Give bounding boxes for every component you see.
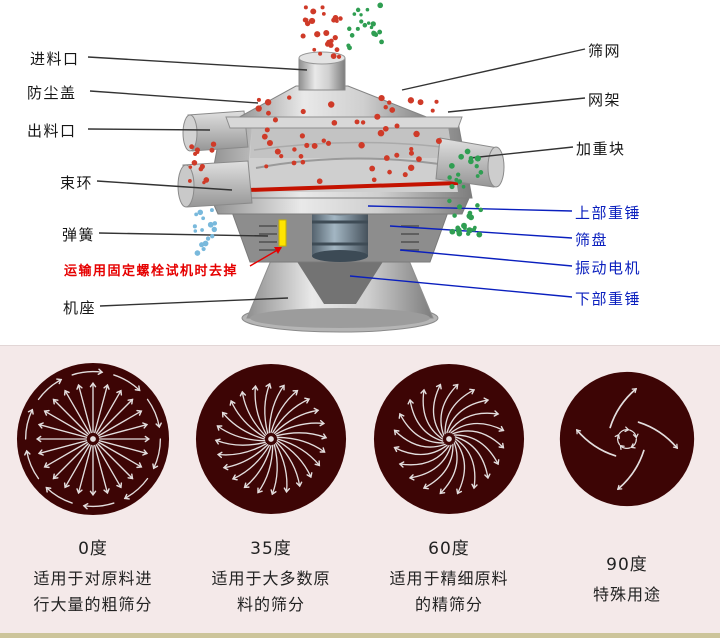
flow-circle-90deg: [559, 360, 695, 518]
label-lower-weight: 下部重锤: [575, 290, 642, 308]
label-screen-mesh: 筛网: [588, 42, 622, 60]
transport-bolt: [278, 219, 287, 247]
machine-illustration: [87, 2, 586, 333]
label-feed-inlet: 进料口: [30, 50, 80, 68]
spring-coils: [259, 225, 419, 251]
angle-label-35deg: 35度: [250, 539, 292, 559]
machine-diagram: 进料口 防尘盖 出料口 束环 弹簧 机座 运输用固定螺栓试机时去掉 筛网 网架 …: [27, 2, 642, 333]
flow-pattern-90deg-icon: [559, 371, 695, 507]
sieve-screen-line: [248, 181, 459, 192]
angle-desc-60deg: 适用于精细原料的精筛分: [389, 569, 509, 614]
flow-circle-35deg: [195, 360, 347, 518]
pattern-35deg: 35度 适用于大多数原料的筛分: [182, 360, 360, 633]
angle-label-0deg: 0度: [78, 539, 108, 559]
pattern-60deg: 60度 适用于精细原料的精筛分: [360, 360, 538, 633]
warning-arrow: [249, 247, 282, 267]
angle-label-60deg: 60度: [428, 539, 470, 559]
angle-desc-0deg: 适用于对原料进行大量的粗筛分: [33, 569, 153, 614]
machine-body: [177, 51, 505, 333]
angle-label-90deg: 90度: [606, 555, 648, 575]
angle-desc-35deg: 适用于大多数原料的筛分: [211, 569, 331, 614]
label-sieve-plate: 筛盘: [575, 231, 609, 249]
leader-lines: [87, 48, 586, 307]
label-vibration-motor: 振动电机: [575, 259, 642, 277]
label-machine-base: 机座: [63, 299, 97, 317]
pattern-0deg: 0度 适用于对原料进行大量的粗筛分: [4, 360, 182, 633]
label-discharge-outlet: 出料口: [27, 122, 77, 140]
pattern-90deg: 90度 特殊用途: [538, 360, 716, 633]
angle-desc-90deg: 特殊用途: [592, 585, 661, 604]
material-particles: [187, 2, 484, 256]
bottom-accent-strip: [0, 633, 720, 638]
label-dust-cover: 防尘盖: [27, 84, 77, 102]
flow-pattern-0deg-icon: [16, 362, 170, 516]
label-weight-block: 加重块: [576, 140, 626, 158]
angle-patterns-section: 0度 适用于对原料进行大量的粗筛分 35度 适用于大多数原料的筛分 60度 适用…: [0, 345, 720, 633]
label-upper-weight: 上部重锤: [575, 204, 642, 222]
label-spring: 弹簧: [62, 226, 96, 244]
label-mesh-frame: 网架: [588, 91, 622, 109]
flow-pattern-60deg-icon: [373, 363, 525, 515]
transport-bolt-warning: 运输用固定螺栓试机时去掉: [64, 264, 239, 279]
flow-circle-0deg: [16, 360, 170, 518]
flow-circle-60deg: [373, 360, 525, 518]
label-clamp-ring: 束环: [60, 174, 94, 192]
flow-pattern-35deg-icon: [195, 363, 347, 515]
